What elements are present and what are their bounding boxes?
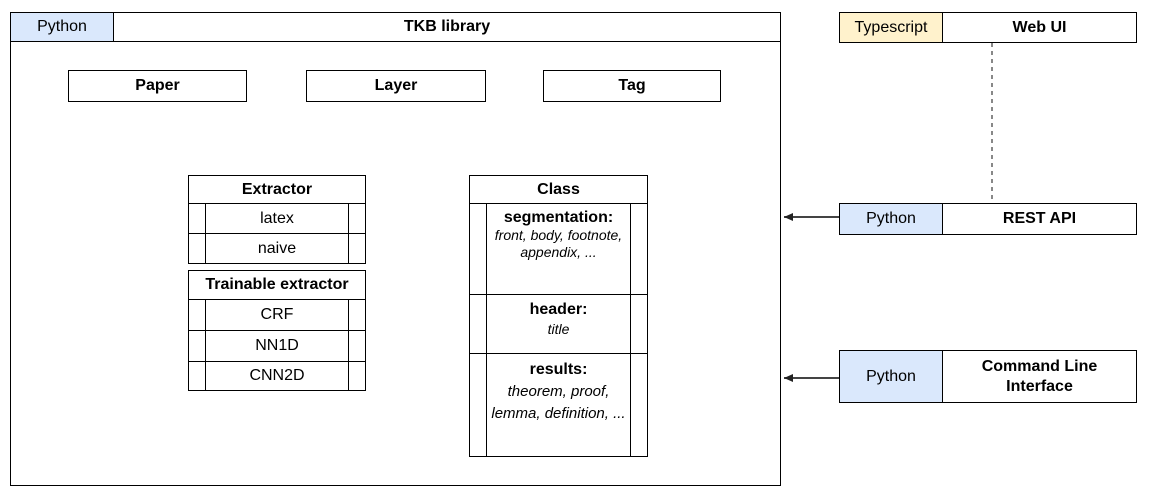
extractor-title: Extractor bbox=[241, 180, 313, 198]
cli-box: Python Command Line Interface bbox=[839, 350, 1137, 403]
class-section-values: theorem, proof, lemma, definition, ... bbox=[491, 383, 626, 422]
extractor-item-label: naive bbox=[257, 239, 297, 257]
trainable-extractor-title: Trainable extractor bbox=[205, 276, 349, 293]
class-title: Class bbox=[537, 180, 580, 198]
cli-language-tag: Python bbox=[840, 351, 943, 402]
rest-api-box: Python REST API bbox=[839, 203, 1137, 235]
rest-language-tag: Python bbox=[840, 204, 943, 234]
tkb-library-title: TKB library bbox=[114, 13, 780, 42]
trainable-item-crf: CRF bbox=[189, 299, 365, 330]
trainable-extractor-node: Trainable extractor CRF NN1D CNN2D bbox=[188, 270, 366, 391]
extractor-item-latex: latex bbox=[189, 203, 365, 233]
webui-title: Web UI bbox=[1012, 18, 1067, 36]
webui-language-tag: Typescript bbox=[840, 13, 943, 42]
rest-api-title: REST API bbox=[1002, 210, 1077, 227]
class-section-name: results: bbox=[529, 361, 588, 378]
trainable-item-label: NN1D bbox=[255, 337, 299, 354]
trainable-item-cnn2d: CNN2D bbox=[189, 361, 365, 390]
class-section-values: front, body, footnote, appendix, ... bbox=[494, 227, 623, 260]
extractor-item-naive: naive bbox=[189, 233, 365, 263]
class-node: Class segmentation: front, body, footnot… bbox=[469, 175, 648, 457]
class-section-name: header: bbox=[529, 301, 588, 318]
trainable-item-nn1d: NN1D bbox=[189, 330, 365, 361]
class-section-values: title bbox=[547, 321, 570, 337]
class-section-name: segmentation: bbox=[503, 209, 614, 226]
tag-node: Tag bbox=[543, 70, 721, 102]
paper-node: Paper bbox=[68, 70, 247, 102]
trainable-item-label: CRF bbox=[260, 306, 294, 323]
class-section-results: results: theorem, proof, lemma, definiti… bbox=[470, 353, 647, 456]
extractor-item-label: latex bbox=[260, 209, 294, 227]
trainable-item-label: CNN2D bbox=[249, 367, 305, 384]
tkb-language-tag: Python bbox=[11, 13, 114, 42]
class-section-header: header: title bbox=[470, 294, 647, 353]
extractor-node: Extractor latex naive bbox=[188, 175, 366, 264]
webui-box: Typescript Web UI bbox=[839, 12, 1137, 43]
cli-title: Command Line Interface bbox=[981, 357, 1098, 395]
layer-node: Layer bbox=[306, 70, 486, 102]
class-section-segmentation: segmentation: front, body, footnote, app… bbox=[470, 203, 647, 294]
